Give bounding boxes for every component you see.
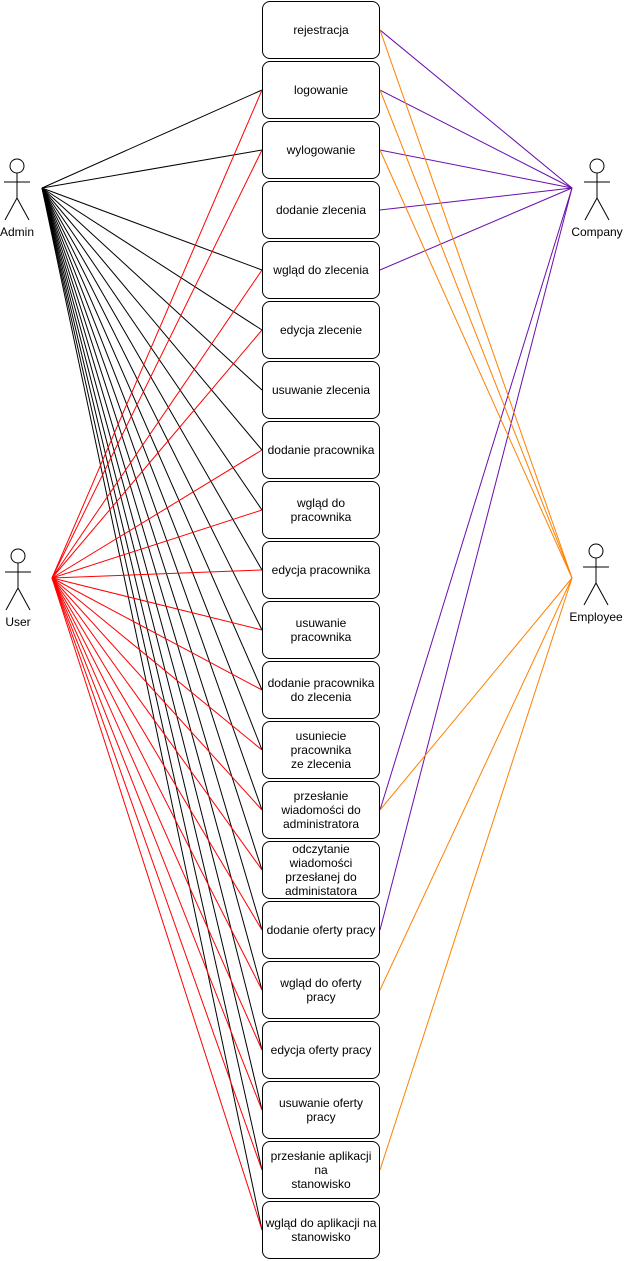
use-case-19[interactable]: przesłanie aplikacji na stanowisko — [262, 1141, 380, 1199]
association-employee-0 — [379, 29, 573, 579]
use-case-1[interactable]: logowanie — [262, 61, 380, 119]
association-user-17 — [51, 577, 263, 1051]
actor-label-employee: Employee — [569, 610, 623, 624]
association-company-0 — [379, 29, 573, 189]
association-admin-20 — [41, 187, 263, 1231]
association-admin-17 — [41, 187, 263, 1051]
use-case-6[interactable]: usuwanie zlecenia — [262, 361, 380, 419]
association-user-7 — [51, 449, 263, 579]
stick-figure-icon — [5, 548, 31, 611]
association-admin-16 — [41, 187, 263, 991]
actor-label-admin: Admin — [0, 225, 34, 239]
association-user-2 — [51, 149, 263, 579]
association-user-11 — [51, 577, 263, 691]
association-user-13 — [51, 577, 263, 811]
association-company-3 — [379, 187, 573, 211]
use-case-7[interactable]: dodanie pracownika — [262, 421, 380, 479]
use-case-8[interactable]: wgląd do pracownika — [262, 481, 380, 539]
association-employee-2 — [379, 149, 573, 579]
association-user-8 — [51, 509, 263, 579]
use-case-4[interactable]: wgląd do zlecenia — [262, 241, 380, 299]
association-user-14 — [51, 577, 263, 871]
use-case-14[interactable]: odczytanie wiadomości przesłanej do admi… — [262, 841, 380, 899]
actor-label-company: Company — [571, 225, 623, 239]
actor-admin[interactable]: Admin — [0, 158, 52, 239]
stick-figure-icon — [4, 158, 30, 221]
use-case-13[interactable]: przesłanie wiadomości do administratora — [262, 781, 380, 839]
association-user-16 — [51, 577, 263, 991]
use-case-12[interactable]: usuniecie pracownika ze zlecenia — [262, 721, 380, 779]
association-employee-13 — [379, 577, 573, 811]
association-admin-18 — [41, 187, 263, 1111]
stick-figure-icon — [584, 158, 610, 221]
use-case-18[interactable]: usuwanie oferty pracy — [262, 1081, 380, 1139]
association-company-2 — [379, 149, 573, 189]
association-user-18 — [51, 577, 263, 1111]
association-user-9 — [51, 569, 263, 579]
association-employee-19 — [379, 577, 573, 1171]
association-user-12 — [51, 577, 263, 751]
association-admin-5 — [41, 187, 263, 331]
association-company-15 — [379, 187, 573, 931]
actor-company[interactable]: Company — [562, 158, 624, 239]
association-admin-8 — [41, 187, 263, 511]
use-case-0[interactable]: rejestracja — [262, 1, 380, 59]
use-case-10[interactable]: usuwanie pracownika — [262, 601, 380, 659]
association-user-19 — [51, 577, 263, 1171]
association-admin-11 — [41, 187, 263, 691]
association-employee-16 — [379, 577, 573, 991]
use-case-16[interactable]: wgląd do oferty pracy — [262, 961, 380, 1019]
use-case-11[interactable]: dodanie pracownika do zlecenia — [262, 661, 380, 719]
association-admin-19 — [41, 187, 263, 1171]
stick-figure-icon — [583, 543, 609, 606]
use-case-9[interactable]: edycja pracownika — [262, 541, 380, 599]
association-admin-6 — [41, 187, 263, 391]
use-case-5[interactable]: edycja zlecenie — [262, 301, 380, 359]
use-case-15[interactable]: dodanie oferty pracy — [262, 901, 380, 959]
association-employee-1 — [379, 89, 573, 579]
association-admin-10 — [41, 187, 263, 631]
association-user-20 — [51, 577, 263, 1231]
association-admin-9 — [41, 187, 263, 571]
association-user-1 — [51, 89, 263, 579]
association-admin-12 — [41, 187, 263, 751]
association-user-15 — [51, 577, 263, 931]
use-case-3[interactable]: dodanie zlecenia — [262, 181, 380, 239]
association-user-5 — [51, 329, 263, 579]
actor-employee[interactable]: Employee — [561, 543, 624, 624]
use-case-20[interactable]: wgląd do aplikacji na stanowisko — [262, 1201, 380, 1259]
association-admin-13 — [41, 187, 263, 811]
association-admin-14 — [41, 187, 263, 871]
use-case-2[interactable]: wylogowanie — [262, 121, 380, 179]
association-admin-7 — [41, 187, 263, 451]
association-user-4 — [51, 269, 263, 579]
association-company-4 — [379, 187, 573, 271]
association-admin-1 — [41, 89, 263, 189]
actor-user[interactable]: User — [0, 548, 53, 629]
association-admin-2 — [41, 149, 263, 189]
association-company-13 — [379, 187, 573, 811]
association-admin-15 — [41, 187, 263, 931]
association-admin-4 — [41, 187, 263, 271]
association-user-10 — [51, 577, 263, 631]
actor-label-user: User — [5, 615, 31, 629]
association-company-1 — [379, 89, 573, 189]
use-case-17[interactable]: edycja oferty pracy — [262, 1021, 380, 1079]
